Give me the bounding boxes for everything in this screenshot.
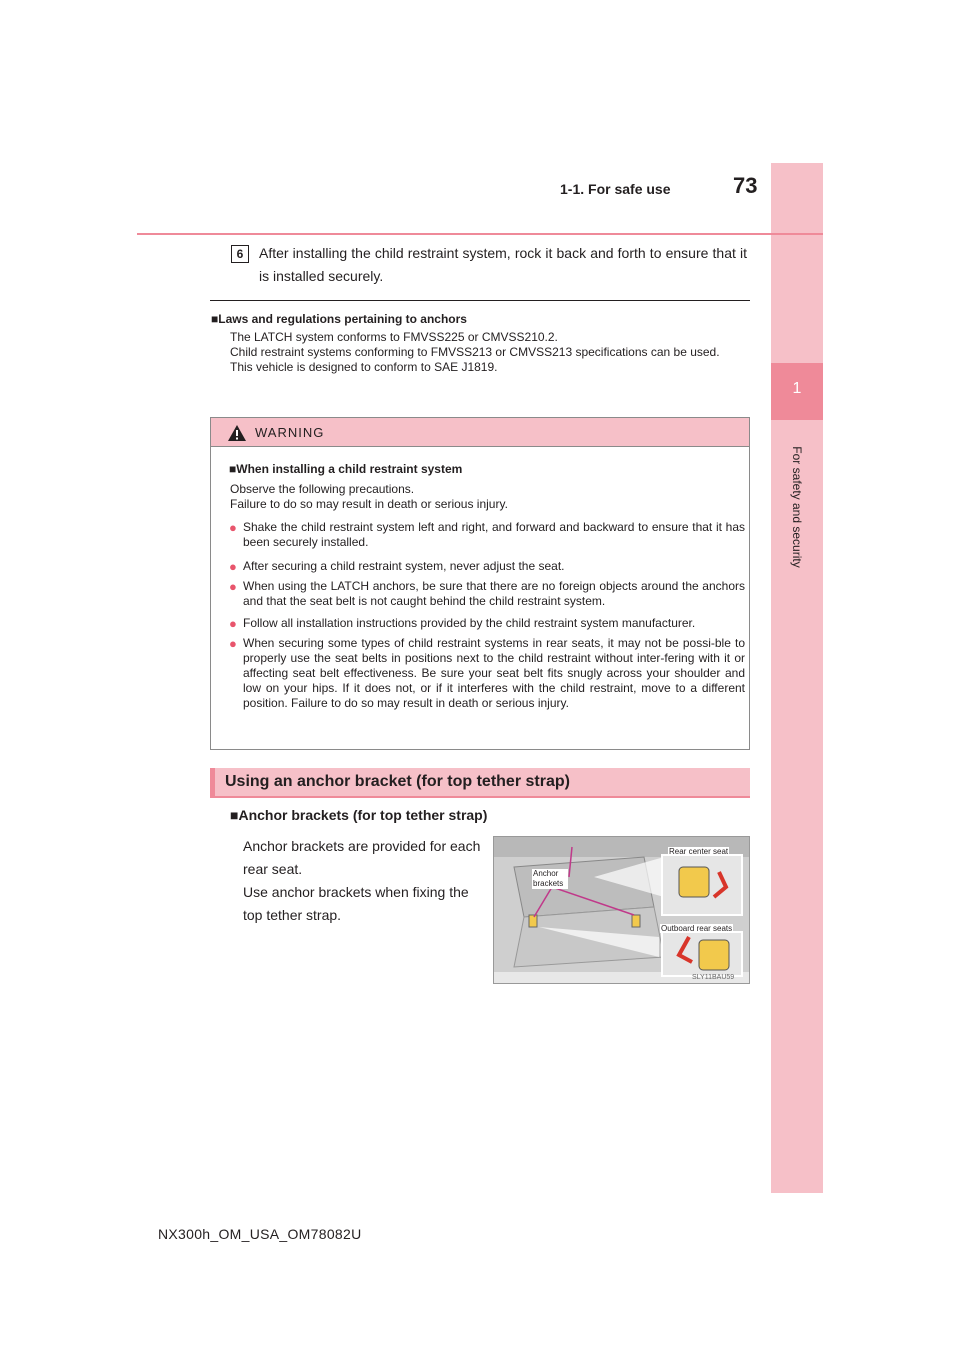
warning-item-text: Shake the child restraint system left an…: [243, 520, 745, 549]
section-header: 1-1. For safe use: [560, 181, 671, 197]
warning-item: ● Shake the child restraint system left a…: [229, 520, 745, 550]
warning-intro-line: Failure to do so may result in death or …: [230, 497, 508, 511]
step-text: After installing the child restraint sys…: [259, 245, 747, 284]
section-paragraph: Anchor brackets are provided for each re…: [243, 838, 481, 877]
chapter-label: For safety and security: [790, 446, 804, 568]
warning-item-text: Follow all installation instructions pro…: [243, 616, 696, 630]
square-bullet-icon: ■: [211, 312, 219, 326]
bullet-dot-icon: ●: [229, 520, 237, 535]
warning-item-text: When securing some types of child restra…: [243, 636, 745, 710]
warning-item-text: After securing a child restraint system,…: [243, 559, 565, 573]
laws-body: The LATCH system conforms to FMVSS225 or…: [230, 330, 746, 375]
footer-document-id: NX300h_OM_USA_OM78082U: [158, 1226, 362, 1242]
section-subheading-text: Anchor brackets (for top tether strap): [238, 807, 488, 823]
warning-item: ● Follow all installation instructions pr…: [229, 616, 745, 631]
anchor-bracket-illustration: Anchor brackets Rear center seat Outboar…: [493, 836, 750, 984]
warning-triangle-icon: [228, 425, 246, 441]
outboard-rear-seats-label: Outboard rear seats: [660, 924, 734, 933]
section-title-bar: Using an anchor bracket (for top tether …: [210, 768, 750, 798]
warning-subheading-text: When installing a child restraint system: [236, 462, 463, 476]
warning-item-text: When using the LATCH anchors, be sure th…: [243, 579, 745, 608]
bullet-dot-icon: ●: [229, 559, 237, 574]
laws-line: This vehicle is designed to conform to S…: [230, 360, 498, 374]
section-subheading: ■Anchor brackets (for top tether strap): [230, 807, 487, 823]
laws-line: The LATCH system conforms to FMVSS225 or…: [230, 330, 558, 344]
warning-header: WARNING: [211, 418, 749, 447]
bullet-dot-icon: ●: [229, 636, 237, 651]
side-tab-strip: [771, 163, 823, 1193]
bullet-dot-icon: ●: [229, 579, 237, 594]
laws-heading: ■Laws and regulations pertaining to anch…: [211, 312, 467, 326]
warning-subheading: ■When installing a child restraint syste…: [229, 462, 462, 476]
chapter-number: 1: [792, 380, 802, 397]
section-title: Using an anchor bracket (for top tether …: [225, 773, 570, 790]
divider: [210, 300, 750, 301]
cargo-area-illustration: [494, 837, 749, 983]
laws-line: Child restraint systems conforming to FM…: [230, 345, 720, 359]
warning-intro-line: Observe the following precautions.: [230, 482, 415, 496]
warning-item: ● When using the LATCH anchors, be sure t…: [229, 579, 745, 609]
warning-item: ● After securing a child restraint system…: [229, 559, 745, 574]
square-bullet-icon: ■: [229, 462, 237, 476]
rear-center-seat-label: Rear center seat: [668, 847, 730, 856]
warning-item: ● When securing some types of child restr…: [229, 636, 745, 711]
header-divider: [137, 233, 823, 235]
anchor-brackets-label: Anchor brackets: [532, 869, 568, 889]
figure-code: SLY11BAU59: [692, 974, 735, 981]
section-paragraph: Use anchor brackets when fixing the top …: [243, 884, 469, 923]
section-bar-accent: [210, 768, 215, 796]
warning-box: WARNING ■When installing a child restrai…: [210, 417, 750, 750]
laws-heading-text: Laws and regulations pertaining to ancho…: [218, 312, 467, 326]
bullet-dot-icon: ●: [229, 616, 237, 631]
chapter-tab[interactable]: [771, 363, 823, 420]
warning-intro: Observe the following precautions. Failu…: [230, 482, 740, 512]
warning-title: WARNING: [255, 425, 325, 440]
page-number: 73: [733, 173, 758, 198]
step-number-box: 6: [231, 245, 249, 263]
square-bullet-icon: ■: [230, 807, 239, 823]
